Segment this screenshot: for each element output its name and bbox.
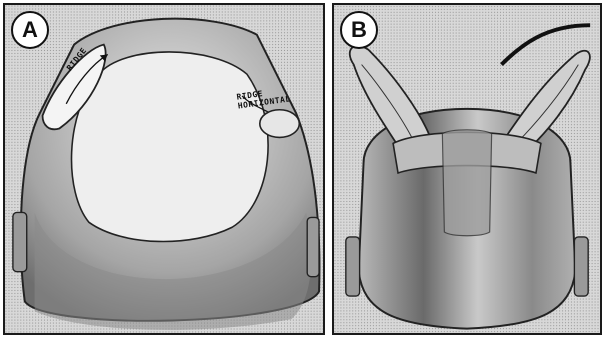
- panel-a-badge: A: [11, 11, 49, 49]
- left-flange: [346, 237, 360, 296]
- central-ridge: [442, 130, 491, 236]
- left-side-tab: [13, 212, 27, 271]
- panel-b-badge: B: [340, 11, 378, 49]
- palate-inner-vault: [72, 52, 269, 242]
- panel-b: B: [332, 3, 602, 335]
- panel-a-drawing: [5, 5, 323, 333]
- right-ridge-knob: [260, 110, 300, 138]
- right-flange: [574, 237, 588, 296]
- panel-b-drawing: [334, 5, 600, 333]
- right-side-tab: [307, 217, 319, 276]
- panel-a: A RIDGE RIDGE HORIZONTAL: [3, 3, 325, 335]
